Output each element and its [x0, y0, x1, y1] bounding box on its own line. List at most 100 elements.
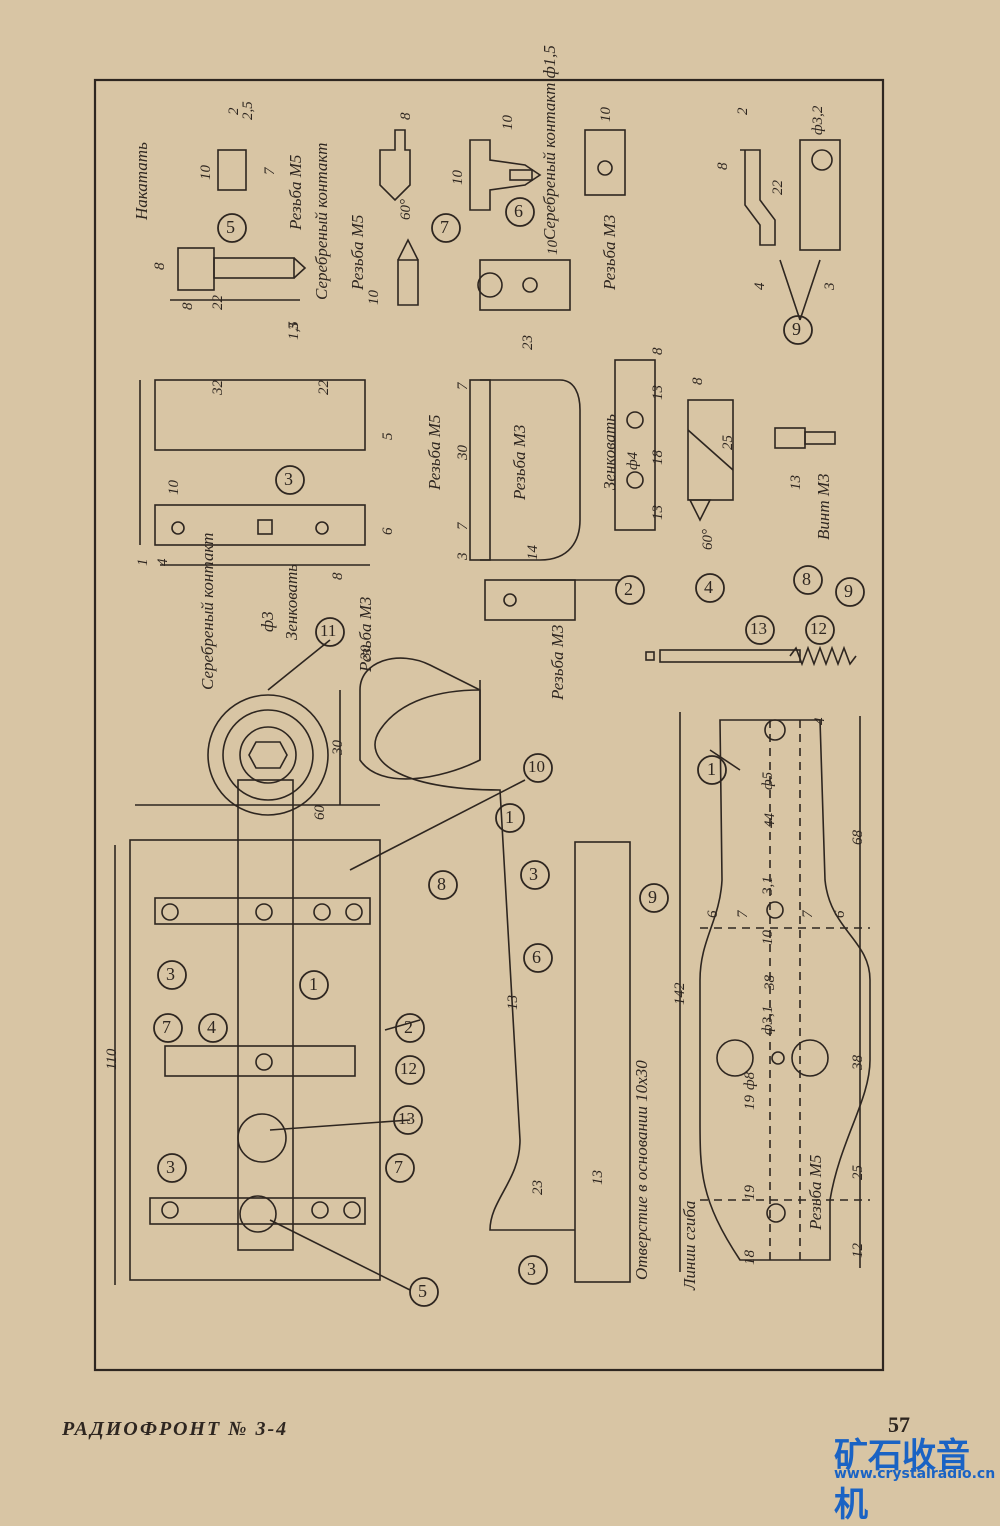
callout-5-b: [409, 1277, 439, 1307]
knob-disc-11: [207, 694, 329, 816]
dim-13: 13: [505, 995, 521, 1010]
dim-8: 8: [650, 347, 666, 356]
callout-8-mid: [793, 565, 823, 595]
note-silver-contact: Серебреный контакт: [198, 532, 217, 690]
part-12-spring: [789, 645, 857, 667]
callout-9-side: [639, 883, 669, 913]
part-6: [469, 139, 542, 211]
dim-4: 4: [155, 558, 171, 567]
callout-label: 7: [394, 1157, 403, 1177]
part-disc-m3: [584, 129, 626, 196]
callout-label: 8: [437, 874, 446, 894]
dim-38: 38: [850, 1055, 866, 1070]
dim-1-5: 1,5: [286, 321, 302, 340]
technical-drawing: [93, 78, 885, 1372]
callout-label: 3: [529, 864, 538, 884]
dim-18: 18: [742, 1250, 758, 1265]
callout-12-mid: [805, 615, 835, 645]
dim-2-5: 2,5: [240, 101, 256, 120]
dim-7: 7: [455, 382, 471, 391]
dim-7: 7: [455, 522, 471, 531]
part-8-screw: [774, 427, 806, 449]
dim-12: 12: [850, 1243, 866, 1258]
dim-30: 30: [455, 445, 471, 460]
dim-10: 10: [166, 480, 182, 495]
dim-25: 25: [850, 1165, 866, 1180]
knob-profile: [359, 657, 481, 780]
dim-13: 13: [650, 385, 666, 400]
callout-1-right: [697, 755, 727, 785]
dim-6: 6: [380, 527, 396, 536]
callout-label: 6: [532, 947, 541, 967]
callout-label: 12: [400, 1059, 417, 1078]
callout-4-a: [198, 1013, 228, 1043]
callout-label: 5: [226, 217, 235, 237]
dim-3: 3: [822, 282, 838, 291]
callout-label: 4: [704, 577, 713, 597]
callout-12-a: [395, 1055, 425, 1085]
journal-footer: РАДИОФРОНТ № 3-4: [62, 1418, 289, 1440]
dim-13: 13: [590, 1170, 606, 1185]
dim-8: 8: [690, 377, 706, 386]
dim-2: 2: [735, 107, 751, 116]
dim-10: 10: [598, 107, 614, 122]
dim-6: 6: [705, 910, 721, 919]
callout-label: 3: [166, 964, 175, 984]
dim-8: 8: [715, 162, 731, 171]
dim-18: 18: [650, 450, 666, 465]
dim-10: 10: [198, 165, 214, 180]
callout-label: 10: [528, 757, 545, 776]
callout-3-a: [157, 960, 187, 990]
note-thread-m5: Резьба М5: [286, 154, 305, 230]
note-phi8: ф8: [742, 1071, 758, 1090]
note-silver-contact-phi: Серебреный контакт ф1,5: [540, 45, 559, 240]
callout-label: 3: [284, 469, 293, 489]
part-5-head: [177, 247, 215, 291]
callout-6-top: [505, 197, 535, 227]
dim-8: 8: [152, 262, 168, 271]
dim-23: 23: [530, 1180, 546, 1195]
dim-13: 13: [788, 475, 804, 490]
callout-7-top: [431, 213, 461, 243]
note-thread-m5: Резьба М5: [425, 414, 444, 490]
callout-label: 7: [440, 217, 449, 237]
callout-label: 4: [207, 1017, 216, 1037]
watermark-url: www.crystalradio.cn: [834, 1466, 996, 1482]
callout-6-side: [523, 943, 553, 973]
dim-1: 1: [135, 558, 151, 567]
callout-1-main: [299, 970, 329, 1000]
callout-7-a: [153, 1013, 183, 1043]
note-countersink: Зенковать: [282, 564, 301, 640]
dim-5: 5: [380, 432, 396, 441]
callout-label: 6: [514, 201, 523, 221]
side-lever: [374, 689, 575, 1231]
dim-10: 10: [760, 930, 776, 945]
note-bend-lines: Линии сгиба: [680, 1200, 699, 1290]
dim-7: 7: [800, 910, 816, 919]
dim-8: 8: [180, 302, 196, 311]
note-angle60: 60°: [398, 199, 414, 220]
callout-4-mid: [695, 573, 725, 603]
callout-label: 5: [418, 1281, 427, 1301]
dim-13: 13: [650, 505, 666, 520]
dim-7: 7: [262, 167, 278, 176]
callout-label: 1: [707, 759, 716, 779]
note-thread-m3: Резьба М3: [510, 424, 529, 500]
callout-label: 2: [404, 1017, 413, 1037]
bracket-plate: [479, 259, 571, 311]
note-knurl: Накатать: [132, 142, 151, 220]
dim-110: 110: [104, 1048, 120, 1070]
callout-2-mid: [615, 575, 645, 605]
callout-5-top: [217, 213, 247, 243]
callout-13-mid: [745, 615, 775, 645]
contact-assembly-7-4: [164, 1045, 356, 1077]
dim-4: 4: [812, 717, 828, 726]
dim-6: 6: [832, 910, 848, 919]
callout-label: 9: [792, 319, 801, 339]
part-7-a: [379, 129, 411, 202]
part-3-top: [154, 379, 366, 451]
part-7-b: [397, 259, 419, 306]
note-silver-contact: Серебреный контакт: [312, 142, 331, 300]
knurl-wheel: [237, 1113, 287, 1163]
magazine-page: 5 7 6 9 3 2 4 8 9 11 13 12 10 1 1 1 8 3 …: [62, 45, 996, 1525]
